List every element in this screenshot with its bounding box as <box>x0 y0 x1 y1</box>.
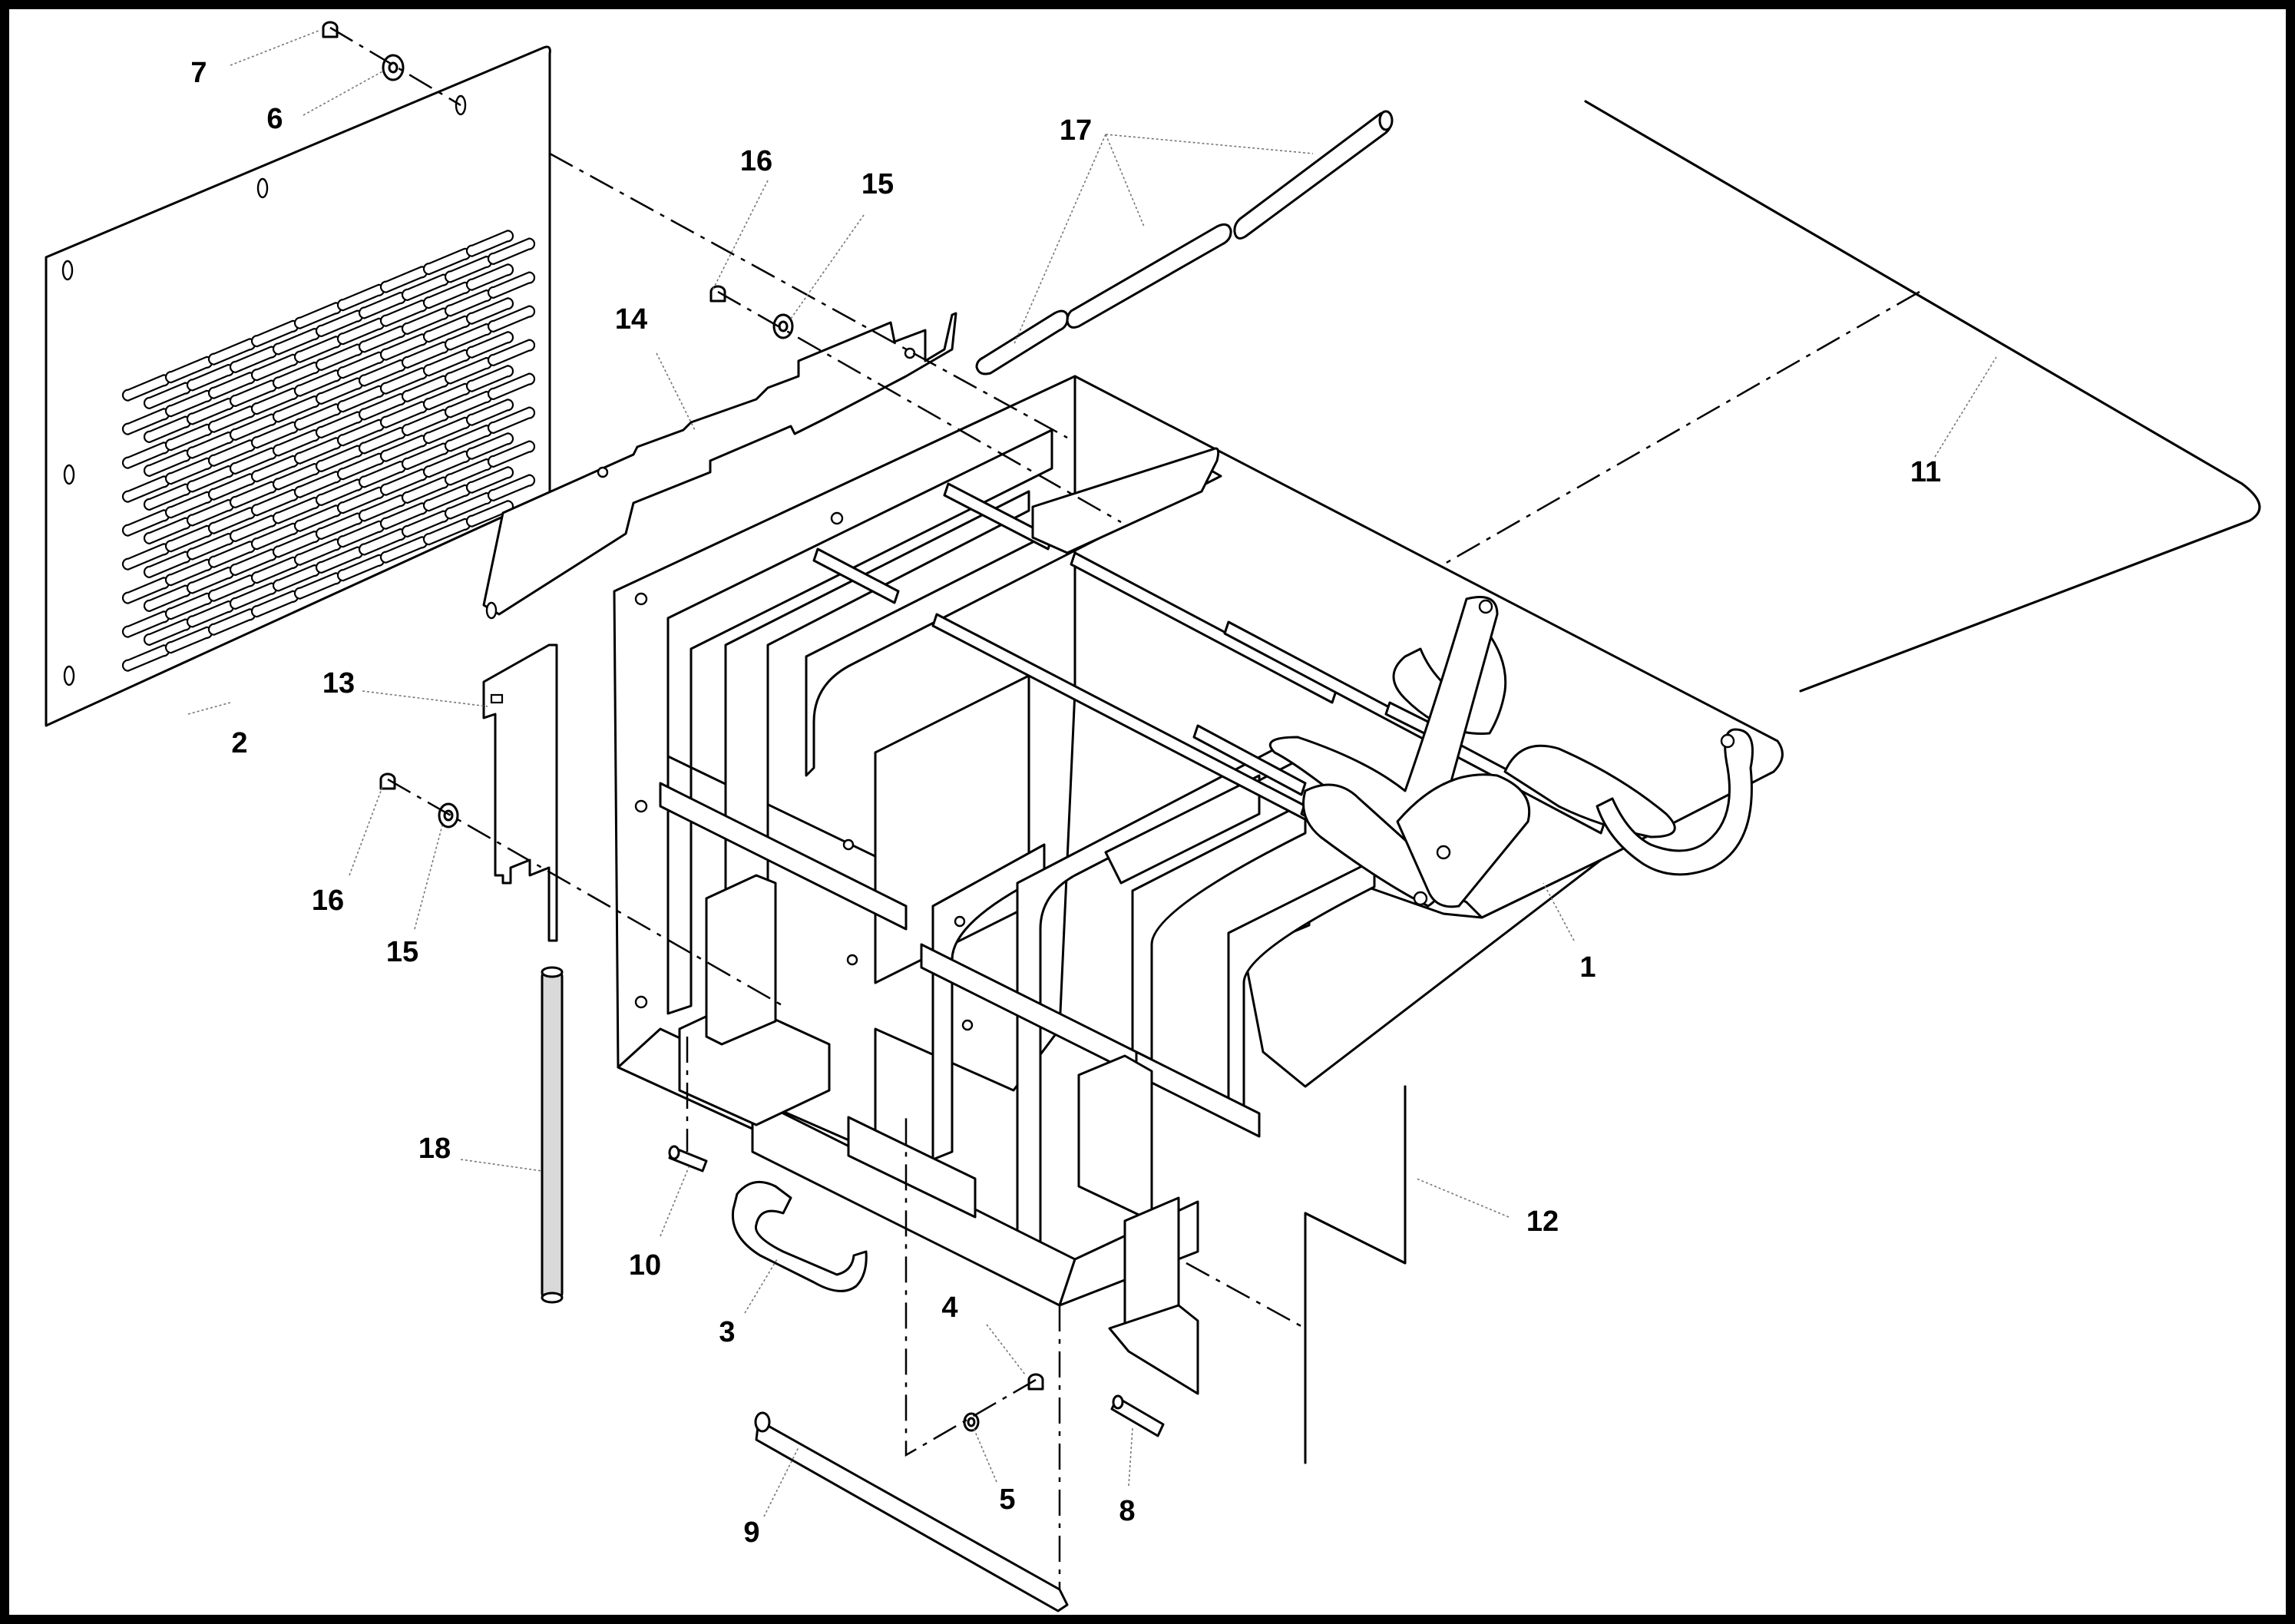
panel-hole <box>256 177 269 199</box>
panel-hole <box>63 665 75 686</box>
chassis-hole <box>842 838 855 851</box>
grille-slot <box>487 474 536 502</box>
grille-slot <box>465 432 514 460</box>
grille-slot <box>487 406 536 435</box>
callout-5: 5 <box>999 1483 1015 1516</box>
grille-slot <box>487 339 536 367</box>
grille-slot <box>487 305 536 333</box>
part-9-rod <box>754 1411 1069 1612</box>
grille-slot <box>487 372 536 401</box>
part-1-chassis <box>613 375 1784 1395</box>
part-10-pin <box>668 1145 708 1173</box>
grille-slot <box>465 466 514 494</box>
part-2-grille-panel <box>45 45 551 727</box>
chassis-hole <box>954 915 966 928</box>
callout-3: 3 <box>719 1316 735 1348</box>
part-14-bracket <box>482 312 957 620</box>
callout-9: 9 <box>743 1517 759 1549</box>
callout-4: 4 <box>941 1292 957 1324</box>
leader-lines <box>187 30 1997 1517</box>
chassis-hole <box>961 1019 974 1031</box>
grille-slot <box>487 440 536 468</box>
callout-12: 12 <box>1526 1206 1559 1238</box>
grille-slot <box>465 365 514 392</box>
callout-2: 2 <box>231 727 247 759</box>
chassis-hole <box>634 799 648 813</box>
callout-14: 14 <box>615 303 647 336</box>
part-6-washer <box>382 54 405 81</box>
callout-16-lower: 16 <box>312 885 344 917</box>
grille-slot-pattern <box>121 230 536 672</box>
part-11-seal <box>1584 100 2261 693</box>
callout-1: 1 <box>1579 951 1596 984</box>
chassis-hole <box>634 592 648 606</box>
callout-8: 8 <box>1119 1495 1135 1527</box>
callout-16-upper: 16 <box>740 145 772 177</box>
grille-slot <box>465 263 514 291</box>
callout-17: 17 <box>1060 114 1092 147</box>
part-15-washer-lower <box>438 802 459 829</box>
panel-hole <box>63 464 75 485</box>
callout-labels: 1 2 3 4 5 6 7 8 9 10 11 12 13 14 15 15 1… <box>190 57 1941 1549</box>
callout-18: 18 <box>418 1133 451 1165</box>
grille-slot <box>465 297 514 325</box>
part-18-rod <box>541 966 564 1304</box>
callout-15-lower: 15 <box>386 936 418 968</box>
chassis-hole <box>634 995 648 1009</box>
callout-6: 6 <box>266 103 283 135</box>
grille-slot <box>487 237 536 266</box>
part-5-washer <box>963 1412 980 1432</box>
grille-slot <box>465 230 514 257</box>
callout-13: 13 <box>322 667 355 700</box>
grille-slot <box>465 399 514 426</box>
part-17-strips <box>975 110 1394 375</box>
part-8-pin <box>1110 1394 1165 1437</box>
grille-slot <box>465 331 514 359</box>
callout-10: 10 <box>629 1249 661 1282</box>
part-12-z-seal <box>1304 1085 1407 1464</box>
panel-hole <box>61 260 74 281</box>
grille-slot <box>487 271 536 299</box>
callout-7: 7 <box>190 57 207 89</box>
chassis-hole <box>846 954 858 966</box>
chassis-hole <box>830 511 844 525</box>
callout-11: 11 <box>1910 456 1941 488</box>
part-3-handle <box>731 1180 868 1292</box>
assembly-center-lines <box>329 26 1920 1589</box>
saddle-bracket <box>1268 596 1754 908</box>
part-13-side-strip <box>482 643 558 942</box>
callout-15-upper: 15 <box>861 168 894 200</box>
